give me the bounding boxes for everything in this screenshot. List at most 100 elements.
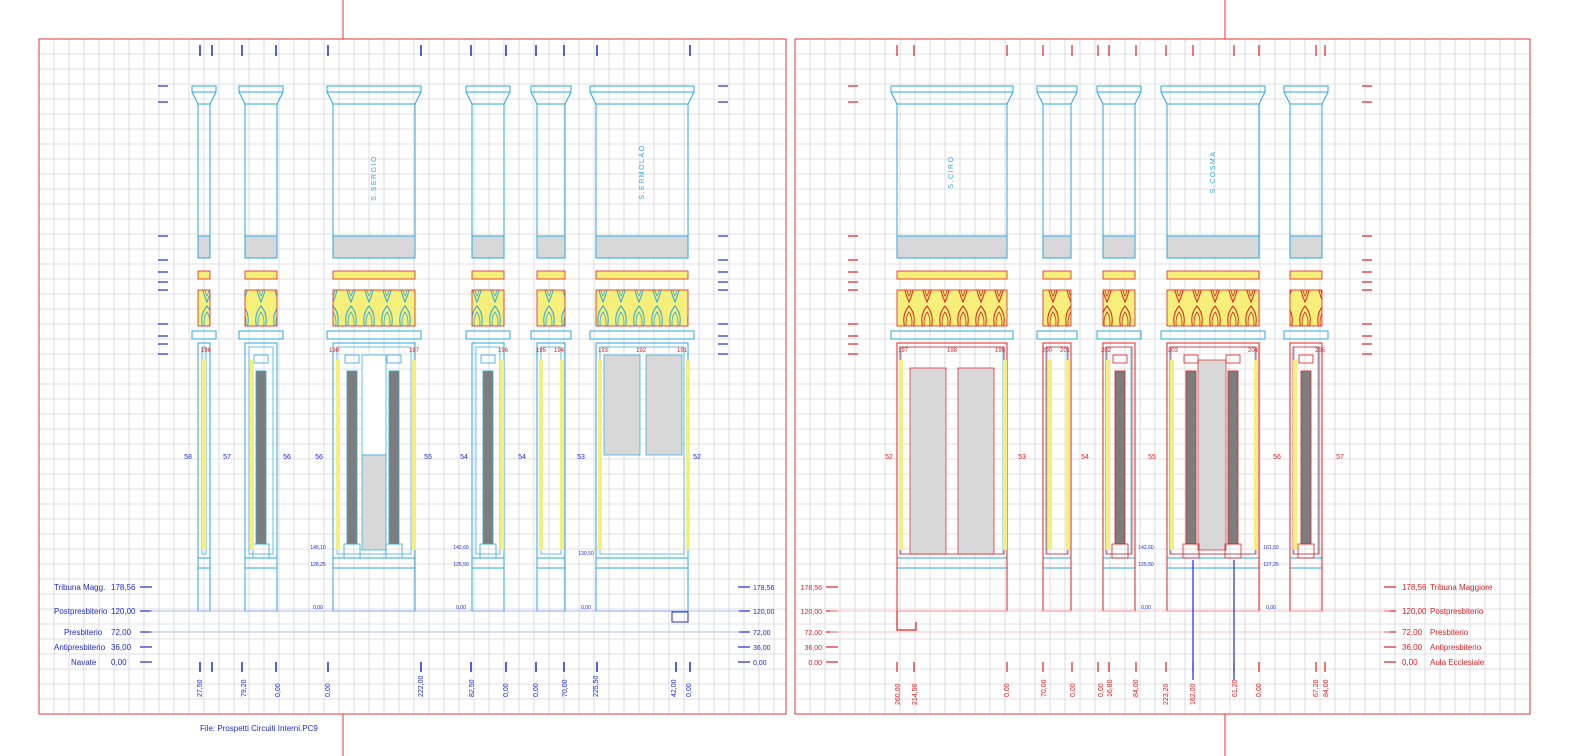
- column-shaft: [482, 370, 494, 545]
- top-number: 205: [1315, 348, 1326, 354]
- leaf-frieze: [536, 289, 566, 327]
- bottom-dim: 0,00: [533, 683, 540, 697]
- yellow-strip: [1003, 360, 1007, 550]
- plinth: [244, 557, 278, 569]
- upper-panel: [1102, 103, 1136, 237]
- column-base: [1111, 543, 1129, 559]
- saint-name-ciro: S.CIRO: [948, 155, 955, 188]
- level-value: 178,56: [753, 585, 775, 592]
- column-shaft: [1227, 370, 1239, 545]
- column-number: 57: [223, 454, 231, 461]
- left-bottom-dims: 27,50 79,20 0,00 0,00 222,00 82,50 0,00 …: [197, 675, 693, 697]
- level-name: Tribuna Maggiore: [1430, 583, 1493, 592]
- column-shaft: [255, 370, 267, 545]
- right-level-labels: 178,56 Tribuna Maggiore 120,00 Postpresb…: [1402, 583, 1493, 667]
- column-number: 56: [1273, 454, 1281, 461]
- upper-panel: [1042, 103, 1072, 237]
- crop-marks: [342, 0, 1226, 756]
- leaf-frieze: [896, 289, 1008, 327]
- top-number: 193: [598, 348, 609, 354]
- level-name: Postpresbiterio: [1430, 607, 1484, 616]
- bottom-dim: 0,00: [325, 683, 332, 697]
- right-column-numbers: 52 53 54 55 56 57: [885, 454, 1344, 461]
- yellow-strip: [686, 360, 690, 550]
- left-sheet-frame: [38, 38, 787, 715]
- top-number: 199: [995, 348, 1006, 354]
- yellow-strip: [1066, 360, 1070, 550]
- level-value: 120,00: [801, 609, 823, 616]
- cornice-mould: [1160, 91, 1266, 105]
- right-small-dims: 142,60 125,50 161,50 127,25 0,00 0,00: [1138, 545, 1279, 611]
- base-panel: [536, 567, 566, 612]
- level-value: 72,00: [1402, 628, 1423, 637]
- base-panel: [244, 567, 278, 612]
- column-base: [1224, 543, 1242, 559]
- plinth: [1102, 557, 1136, 569]
- yellow-strip: [336, 360, 340, 550]
- top-number: 198: [947, 348, 958, 354]
- base-panel: [1289, 567, 1323, 612]
- grey-band: [1102, 235, 1136, 259]
- cornice: [589, 85, 695, 93]
- grey-band: [244, 235, 278, 259]
- frieze-strip: [332, 270, 416, 280]
- right-bottom-dims: 260,00 214,56 0,00 70,00 0,00 0,00 16,80…: [895, 679, 1330, 705]
- top-number: 192: [636, 348, 647, 354]
- small-dim: 0,00: [1266, 605, 1276, 611]
- capital-band: [1283, 330, 1329, 340]
- capital-band: [326, 330, 422, 340]
- cornice: [1160, 85, 1266, 93]
- column-number: 52: [885, 454, 893, 461]
- column-shaft: [346, 370, 358, 545]
- small-dim: 142,60: [1138, 545, 1154, 551]
- small-dim: 125,50: [1138, 562, 1154, 568]
- cornice: [191, 85, 217, 93]
- base-panel: [471, 567, 505, 612]
- column-capital: [1298, 354, 1314, 364]
- column-capital: [253, 354, 269, 364]
- left-elevation: [140, 45, 750, 672]
- column-number: 54: [460, 454, 468, 461]
- step-outline: [896, 611, 917, 631]
- panel: [909, 367, 947, 555]
- plinth: [1042, 557, 1072, 569]
- column-capital: [386, 354, 402, 364]
- yellow-strip: [1170, 360, 1174, 550]
- column-capital: [1225, 354, 1241, 364]
- column-number: 52: [693, 454, 701, 461]
- capital-band: [465, 330, 511, 340]
- plinth: [595, 557, 689, 569]
- left-level-labels: Tribuna Magg. 178,56 Postpresbiterio 120…: [54, 583, 136, 667]
- cornice: [890, 85, 1014, 93]
- plinth: [1289, 557, 1323, 569]
- frieze-strip: [595, 270, 689, 280]
- column-shaft: [1114, 370, 1126, 545]
- file-name-label: File: Prospetti Circuiti Interni.PC9: [200, 724, 318, 733]
- column-number: 56: [315, 454, 323, 461]
- top-number: 196: [201, 348, 212, 354]
- leaf-frieze: [471, 289, 505, 327]
- bottom-dim: 0,00: [275, 683, 282, 697]
- base-panel: [1042, 567, 1072, 612]
- level-value: 178,56: [1402, 583, 1427, 592]
- capital-band: [589, 330, 695, 340]
- level-value: 36,00: [1402, 643, 1423, 652]
- bottom-dim: 70,00: [562, 679, 569, 697]
- bottom-dim: 222,00: [418, 675, 425, 697]
- column-base: [1182, 543, 1200, 559]
- level-value: 0,00: [753, 660, 767, 667]
- bottom-dim: 0,00: [1070, 683, 1077, 697]
- frieze-strip: [896, 270, 1008, 280]
- top-number: 198: [329, 348, 340, 354]
- plinth: [536, 557, 566, 569]
- base-panel: [1102, 567, 1136, 612]
- leaf-frieze: [1102, 289, 1136, 327]
- panel: [645, 354, 683, 456]
- column-number: 53: [577, 454, 585, 461]
- column-base: [1297, 543, 1315, 559]
- yellow-strip: [560, 360, 564, 550]
- cornice-mould: [530, 91, 572, 105]
- upper-panel: [536, 103, 566, 237]
- column-number: 54: [518, 454, 526, 461]
- capital-band: [890, 330, 1014, 340]
